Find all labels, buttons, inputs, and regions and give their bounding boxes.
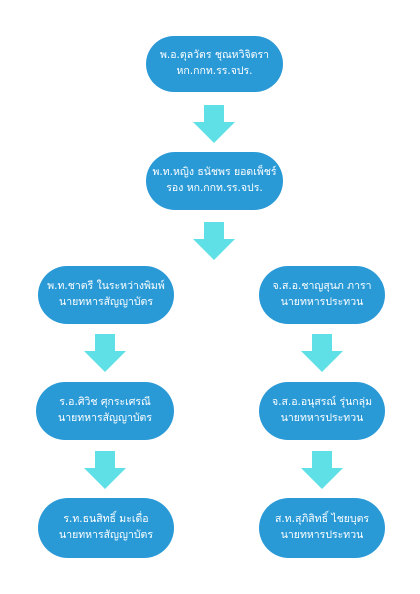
node-left-3-name: ร.ท.ธนสิทธิ์ มะเดื่อ [63, 513, 149, 526]
node-right-1-position: นายทหารประทวน [280, 296, 364, 308]
node-right-1: จ.ส.อ.ชาญสุนภ ภารา นายทหารประทวน [259, 266, 385, 324]
node-commander-position: หก.กกท.รร.จปร. [176, 65, 253, 77]
node-right-3-position: นายทหารประทวน [280, 529, 364, 541]
node-commander-name: พ.อ.ตุลวัตร ชุณหวิจิตรา [159, 49, 270, 62]
arrow-shape [301, 334, 343, 372]
node-left-3-position: นายทหารสัญญาบัตร [59, 529, 153, 541]
node-right-2-name: จ.ส.อ.อนุสรณ์ รุ่นกลุ่ม [271, 396, 373, 409]
arrow-shape [301, 451, 343, 489]
node-deputy: พ.ท.หญิง ธนัชพร ยอดเพ็ชร์ รอง หก.กกท.รร.… [146, 152, 283, 210]
arrow-shape [84, 451, 126, 489]
arrow-down-icon [301, 334, 343, 372]
node-left-1-name: พ.ท.ชาตรี ในระหว่างพิมพ์ [47, 280, 165, 293]
node-left-2-name: ร.อ.ศิวิช ศุกระเศรณี [59, 396, 151, 409]
node-deputy-name: พ.ท.หญิง ธนัชพร ยอดเพ็ชร์ [152, 166, 277, 179]
node-left-1-position: นายทหารสัญญาบัตร [59, 296, 153, 308]
node-deputy-position: รอง หก.กกท.รร.จปร. [166, 182, 263, 194]
arrow-shape [193, 105, 235, 143]
node-right-3-name: ส.ท.สุภิสิทธิ์ ไชยบุตร [274, 513, 370, 526]
node-left-2: ร.อ.ศิวิช ศุกระเศรณี นายทหารสัญญาบัตร [36, 382, 174, 440]
node-right-3: ส.ท.สุภิสิทธิ์ ไชยบุตร นายทหารประทวน [259, 498, 385, 558]
node-right-2: จ.ส.อ.อนุสรณ์ รุ่นกลุ่ม นายทหารประทวน [259, 382, 385, 440]
arrow-down-icon [84, 451, 126, 489]
arrow-shape [193, 222, 235, 260]
arrow-shape [84, 334, 126, 372]
arrow-down-icon [301, 451, 343, 489]
node-right-1-name: จ.ส.อ.ชาญสุนภ ภารา [272, 280, 372, 293]
node-left-3: ร.ท.ธนสิทธิ์ มะเดื่อ นายทหารสัญญาบัตร [38, 498, 174, 558]
arrow-down-icon [193, 105, 235, 143]
node-right-2-position: นายทหารประทวน [280, 412, 364, 424]
node-left-1: พ.ท.ชาตรี ในระหว่างพิมพ์ นายทหารสัญญาบัต… [38, 266, 174, 324]
node-left-2-position: นายทหารสัญญาบัตร [58, 412, 152, 424]
node-commander: พ.อ.ตุลวัตร ชุณหวิจิตรา หก.กกท.รร.จปร. [146, 36, 283, 92]
arrow-down-icon [193, 222, 235, 260]
arrow-down-icon [84, 334, 126, 372]
